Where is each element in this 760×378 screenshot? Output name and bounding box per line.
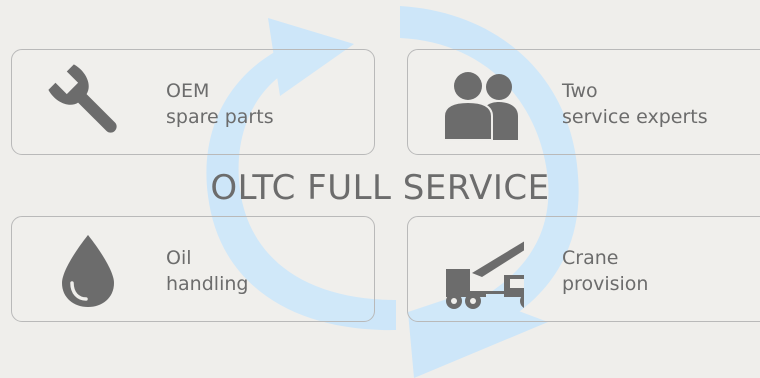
card-oil-handling: Oil handling bbox=[11, 216, 375, 322]
card-oem-spare-parts: OEM spare parts bbox=[11, 49, 375, 155]
card-label-line-1: Oil bbox=[166, 247, 192, 269]
card-two-service-experts: Two service experts bbox=[407, 49, 760, 155]
main-title: OLTC FULL SERVICE bbox=[210, 168, 550, 208]
card-label: Two service experts bbox=[562, 78, 760, 130]
card-label: OEM spare parts bbox=[166, 78, 366, 130]
card-label-line-1: Two bbox=[562, 80, 598, 102]
card-label: Crane provision bbox=[562, 245, 760, 297]
card-label-line-1: OEM bbox=[166, 80, 210, 102]
card-crane-provision: Crane provision bbox=[407, 216, 760, 322]
card-label-line-2: provision bbox=[562, 273, 649, 295]
crane-truck-icon bbox=[444, 231, 524, 309]
wrench-icon bbox=[48, 64, 128, 142]
two-people-icon bbox=[444, 64, 524, 142]
card-label: Oil handling bbox=[166, 245, 366, 297]
card-label-line-1: Crane bbox=[562, 247, 619, 269]
card-label-line-2: service experts bbox=[562, 106, 708, 128]
oil-drop-icon bbox=[48, 231, 128, 309]
card-label-line-2: spare parts bbox=[166, 106, 274, 128]
card-label-line-2: handling bbox=[166, 273, 249, 295]
